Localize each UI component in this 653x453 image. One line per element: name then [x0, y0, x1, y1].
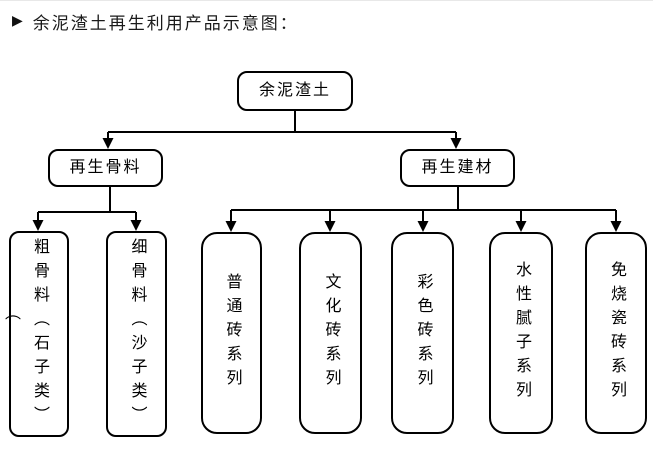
leaf-culture-brick-label: 文化砖系列	[322, 273, 340, 393]
arrowhead-icon	[32, 220, 44, 231]
title-row: ▶ 余泥渣土再生利用产品示意图：	[12, 9, 299, 34]
arrowhead-icon	[130, 220, 142, 231]
stray-paren: （	[2, 304, 19, 320]
arrowhead-icon	[102, 138, 114, 149]
leaf-unfired-ceramic-tile: 免烧瓷砖系列	[585, 232, 647, 434]
node-root-label: 余泥渣土	[258, 82, 331, 99]
leaf-water-based-putty: 水性腻子系列	[489, 232, 553, 434]
leaf-water-based-putty-label: 水性腻子系列	[513, 261, 530, 405]
leaf-coarse-aggregate: 粗骨料（石子类）	[9, 231, 69, 437]
arrowhead-icon	[225, 221, 237, 232]
arrowhead-icon	[610, 221, 622, 232]
node-root: 余泥渣土	[237, 71, 353, 111]
arrowhead-icon	[450, 138, 462, 149]
leaf-coarse-aggregate-label: 粗骨料（石子类）	[31, 238, 48, 430]
bullet-triangle-icon: ▶	[12, 13, 23, 29]
leaf-fine-aggregate: 细骨料（沙子类）	[106, 231, 167, 437]
page-title: 余泥渣土再生利用产品示意图：	[32, 14, 299, 33]
leaf-fine-aggregate-label: 细骨料（沙子类）	[128, 238, 146, 430]
node-recycled-aggregate-label: 再生骨料	[69, 159, 142, 176]
arrowhead-icon	[417, 221, 429, 232]
leaf-culture-brick: 文化砖系列	[299, 232, 362, 434]
arrowhead-icon	[515, 221, 527, 232]
leaf-colored-brick-label: 彩色砖系列	[414, 273, 432, 393]
leaf-colored-brick: 彩色砖系列	[391, 232, 454, 434]
node-recycled-aggregate: 再生骨料	[48, 149, 163, 187]
leaf-unfired-ceramic-tile-label: 免烧瓷砖系列	[608, 261, 625, 405]
leaf-ordinary-brick: 普通砖系列	[201, 232, 262, 434]
node-recycled-building-material-label: 再生建材	[421, 159, 494, 176]
leaf-ordinary-brick-label: 普通砖系列	[223, 273, 241, 393]
arrowhead-icon	[324, 221, 336, 232]
node-recycled-building-material: 再生建材	[400, 149, 515, 187]
